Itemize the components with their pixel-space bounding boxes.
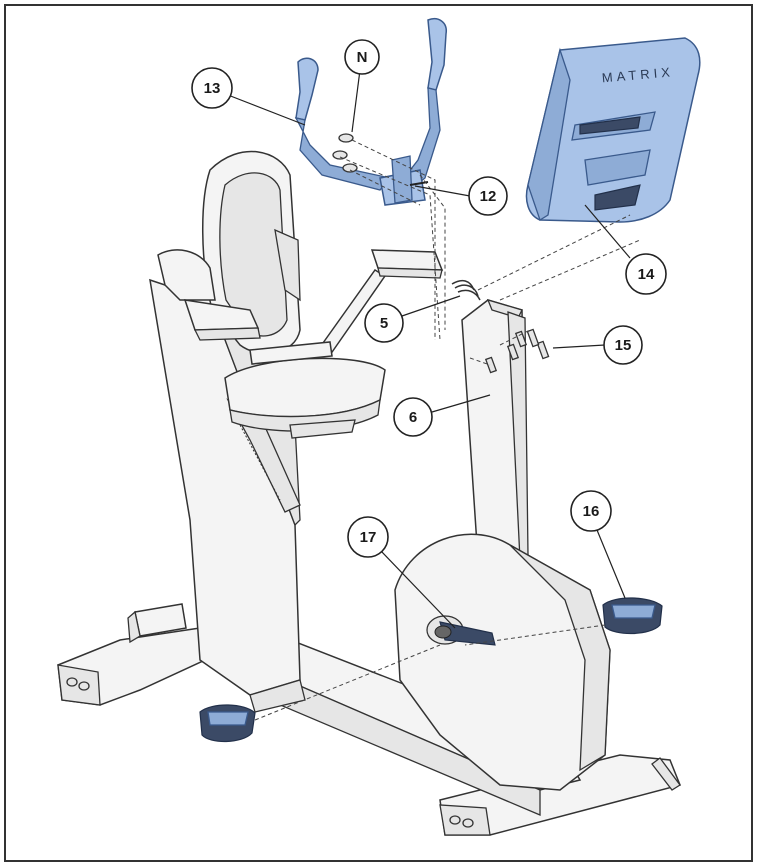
callout-15: 15 bbox=[603, 325, 643, 365]
pedal-left bbox=[199, 704, 256, 743]
callout-16: 16 bbox=[570, 490, 612, 532]
callout-N: N bbox=[344, 39, 380, 75]
callout-label-17: 17 bbox=[360, 529, 377, 546]
callout-label-13: 13 bbox=[204, 80, 221, 97]
callout-label-6: 6 bbox=[409, 409, 417, 426]
callout-label-16: 16 bbox=[583, 503, 600, 520]
drive-shroud bbox=[394, 533, 611, 791]
rear-stabilizer bbox=[57, 603, 206, 706]
callout-label-N: N bbox=[357, 49, 368, 66]
seat-handle-right bbox=[249, 249, 444, 365]
screws bbox=[484, 328, 550, 374]
callout-6: 6 bbox=[393, 397, 433, 437]
callout-label-15: 15 bbox=[615, 337, 632, 354]
callout-label-5: 5 bbox=[380, 315, 388, 332]
handlebar-bolts bbox=[332, 133, 429, 186]
console-brand: MATRIX bbox=[601, 64, 674, 85]
seat-cushion bbox=[224, 357, 386, 439]
callout-12: 12 bbox=[468, 176, 508, 216]
callout-14: 14 bbox=[625, 253, 667, 295]
callout-label-12: 12 bbox=[480, 188, 497, 205]
callout-5: 5 bbox=[364, 303, 404, 343]
callout-label-14: 14 bbox=[638, 266, 655, 283]
callout-17: 17 bbox=[347, 516, 389, 558]
callout-13: 13 bbox=[191, 67, 233, 109]
handlebar-assembly bbox=[294, 18, 447, 206]
pedal-right bbox=[602, 597, 663, 635]
front-stabilizer bbox=[439, 754, 682, 836]
left-armrest bbox=[157, 249, 261, 341]
leader-lines bbox=[227, 69, 631, 629]
diagram-frame bbox=[4, 4, 753, 862]
wire-harness bbox=[451, 279, 481, 301]
seat-back bbox=[202, 150, 301, 355]
console: MATRIX bbox=[525, 37, 701, 223]
